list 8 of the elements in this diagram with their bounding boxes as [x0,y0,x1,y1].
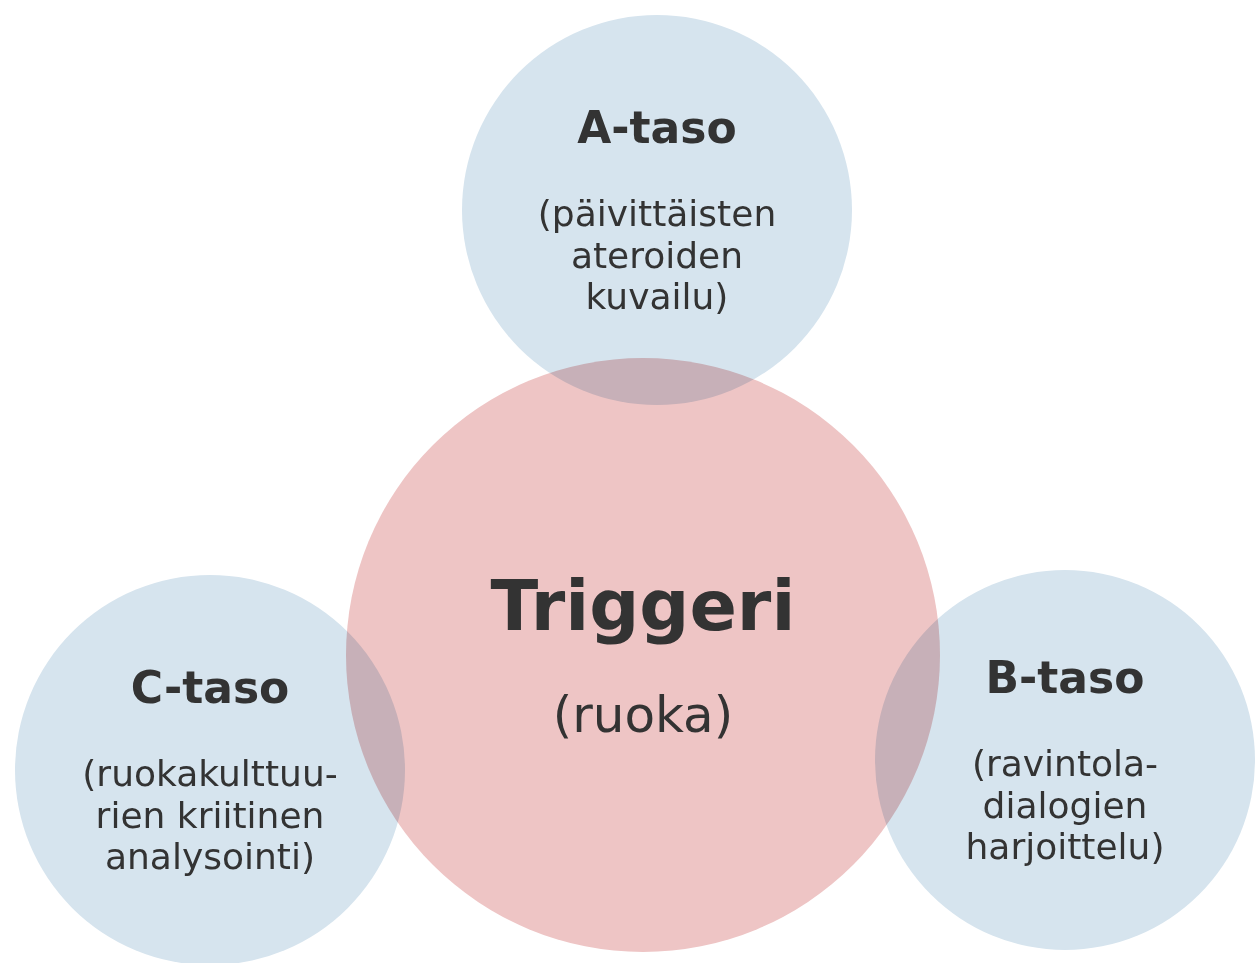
circle-heading: C-taso [130,662,290,714]
circle-description: (ravintola- dialogien harjoittelu) [964,743,1166,868]
circle-description: (ruokakulttuu- rien kriitinen analysointi) [81,753,339,878]
circle-description: (ruoka) [551,687,735,745]
circle-heading: A-taso [577,102,737,154]
circle-description: (päivittäisten ateroiden kuvailu) [536,193,778,318]
circle-heading: Triggeri [490,565,796,648]
circle-heading: B-taso [985,652,1145,704]
